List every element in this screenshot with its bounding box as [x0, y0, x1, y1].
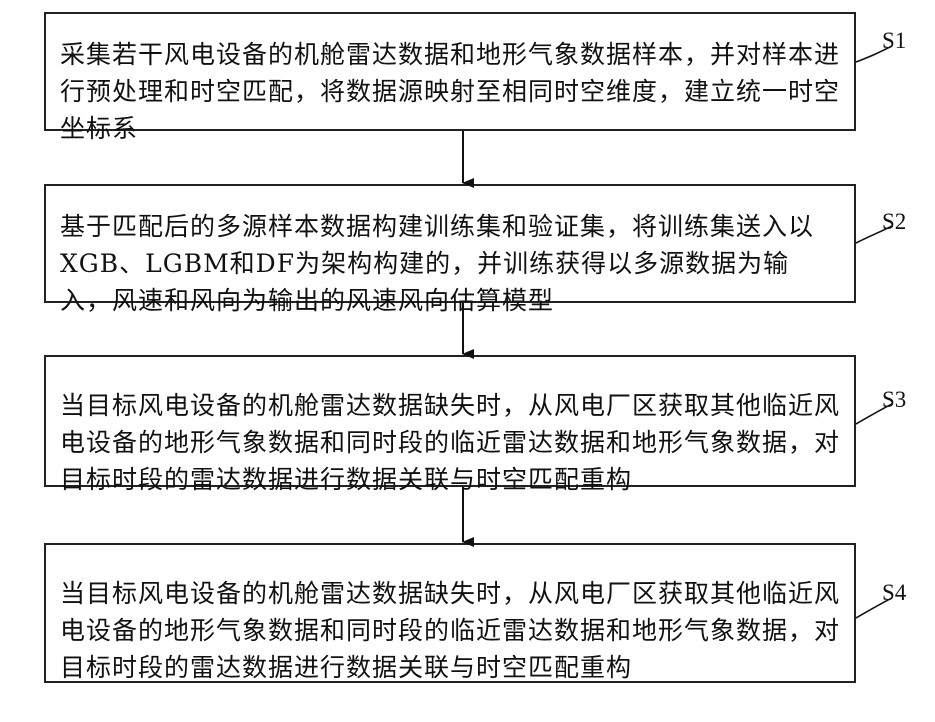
step-text-s4: 当目标风电设备的机舱雷达数据缺失时，从风电厂区获取其他临近风电设备的地形气象数据… [60, 575, 840, 686]
step-label-s4: S4 [882, 580, 906, 606]
step-box-s3: 当目标风电设备的机舱雷达数据缺失时，从风电厂区获取其他临近风电设备的地形气象数据… [44, 355, 856, 487]
step-box-s1: 采集若干风电设备的机舱雷达数据和地形气象数据样本，并对样本进行预处理和时空匹配，… [44, 12, 856, 131]
step-label-s1: S1 [882, 28, 906, 54]
step-box-s4: 当目标风电设备的机舱雷达数据缺失时，从风电厂区获取其他临近风电设备的地形气象数据… [44, 543, 856, 683]
step-text-s3: 当目标风电设备的机舱雷达数据缺失时，从风电厂区获取其他临近风电设备的地形气象数据… [60, 387, 840, 498]
step-label-s3: S3 [882, 387, 906, 413]
step-text-s1: 采集若干风电设备的机舱雷达数据和地形气象数据样本，并对样本进行预处理和时空匹配，… [60, 36, 840, 147]
step-box-s2: 基于匹配后的多源样本数据构建训练集和验证集，将训练集送入以XGB、LGBM和DF… [44, 184, 856, 303]
step-text-s2: 基于匹配后的多源样本数据构建训练集和验证集，将训练集送入以XGB、LGBM和DF… [60, 208, 840, 319]
step-label-s2: S2 [882, 209, 906, 235]
